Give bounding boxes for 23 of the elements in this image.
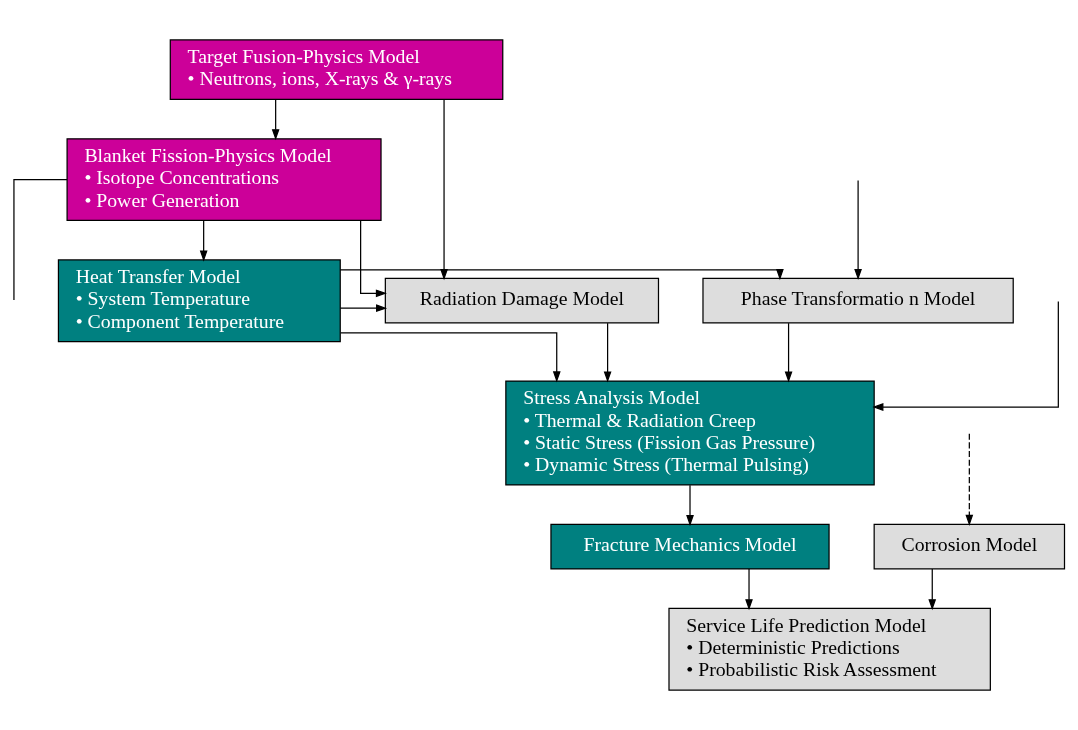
node-box: Radiation Damage Model — [384, 277, 660, 324]
node-box: Target Fusion-Physics Model • Neutrons, ions, X-rays & γ-rays — [169, 39, 504, 100]
arrow — [339, 304, 388, 313]
arrow — [784, 322, 793, 383]
node-box: Heat Transfer Model • System Temperature • Component Temperature — [57, 259, 341, 343]
node-box: Fracture Mechanics Model — [550, 523, 830, 570]
arrow — [686, 484, 694, 527]
arrow — [271, 99, 280, 141]
node-box: Phase Transformatio n Model — [702, 277, 1014, 324]
arrow — [928, 568, 937, 611]
node-box: Service Life Prediction Model • Deterministic Predictions • Probabilistic Risk Assessment — [668, 607, 991, 691]
arrow — [603, 322, 612, 383]
arrow — [360, 220, 387, 298]
arrow — [965, 433, 974, 526]
arrow — [872, 300, 1059, 411]
node-box: Corrosion Model — [873, 523, 1066, 570]
arrow — [339, 332, 561, 383]
arrow — [854, 179, 862, 281]
arrow — [745, 568, 753, 611]
arrow — [199, 220, 208, 262]
node-box: Blanket Fission-Physics Model • Isotope Concentrations • Power Generation — [66, 138, 382, 221]
node-box: Stress Analysis Model • Thermal & Radiation Creep • Static Stress (Fission Gas Pressure) • Dynamic Stress (Thermal Pulsing) — [505, 380, 875, 486]
connector — [13, 179, 68, 301]
